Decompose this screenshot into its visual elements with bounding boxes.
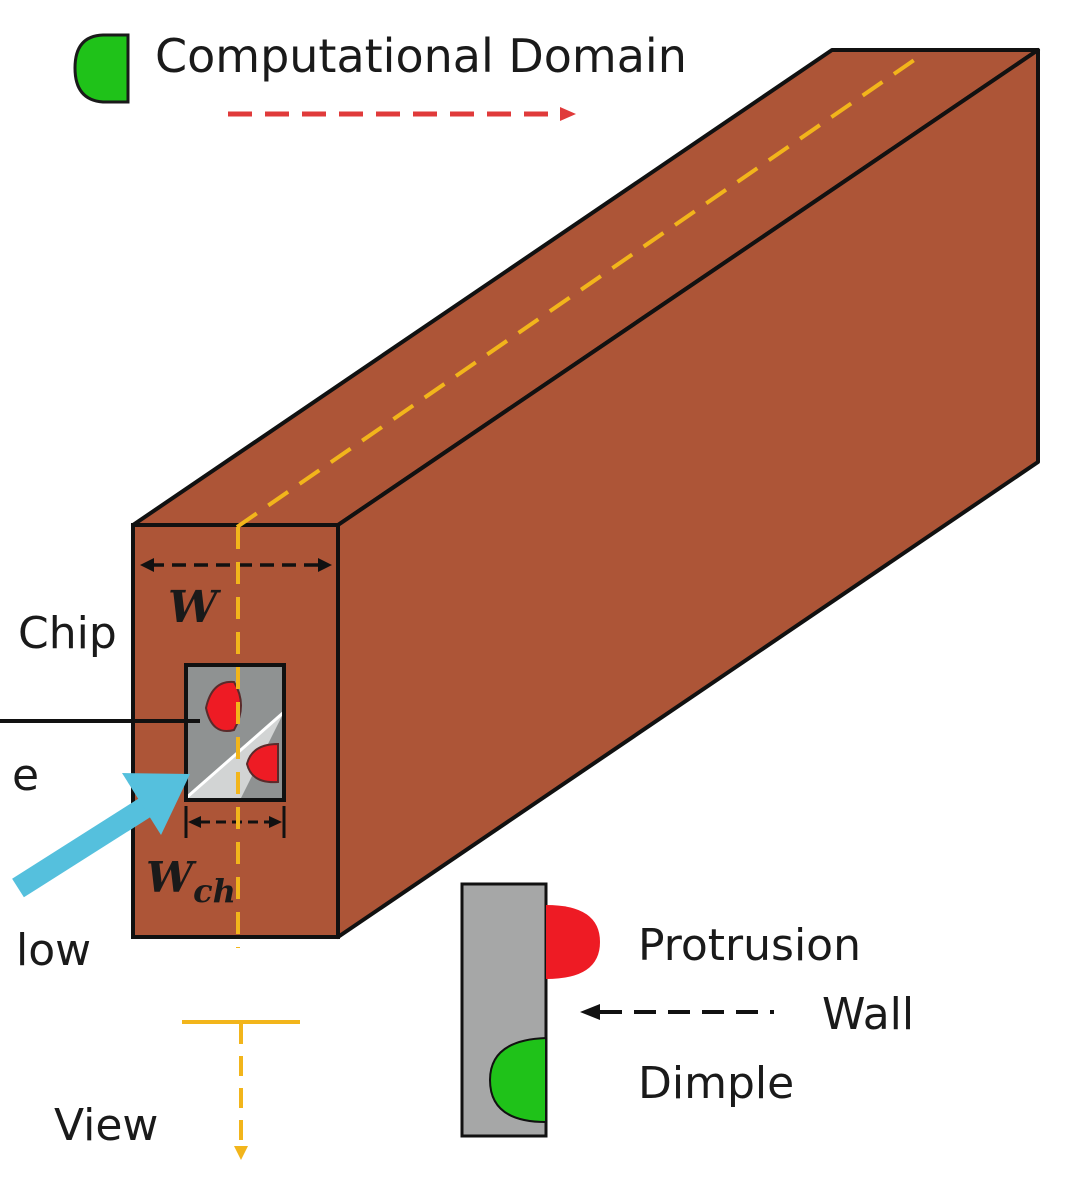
dimple-label: Dimple bbox=[638, 1058, 794, 1109]
w-dimension-arrowhead-left bbox=[140, 558, 154, 572]
channel-wall-edge bbox=[186, 710, 284, 800]
wch-arrowhead-right bbox=[269, 816, 282, 828]
w-label: W bbox=[168, 582, 222, 633]
wch-label: Wch bbox=[146, 853, 236, 910]
channel-wall-area bbox=[186, 665, 284, 800]
w-dimension-arrowhead-right bbox=[318, 558, 332, 572]
view-label: View bbox=[54, 1100, 158, 1151]
top-centerline bbox=[235, 54, 922, 529]
wch-label-main: W bbox=[146, 853, 197, 902]
wch-arrowhead-left bbox=[188, 816, 201, 828]
label-fragment-e: e bbox=[12, 750, 39, 801]
channel-protrusion-lower bbox=[245, 742, 279, 784]
wall-pointer-arrowhead bbox=[580, 1004, 600, 1020]
flow-label: low bbox=[16, 925, 91, 976]
dimple-legend-shape bbox=[488, 1036, 547, 1124]
channel-protrusion-upper bbox=[204, 680, 242, 732]
flow-arrow-shaft bbox=[12, 788, 166, 898]
computational-domain-marker-icon bbox=[73, 33, 130, 104]
channel-outline bbox=[184, 663, 286, 802]
protrusion-legend-shape bbox=[546, 905, 600, 979]
legend-computational-domain: Computational Domain bbox=[155, 29, 687, 83]
wch-label-sub: ch bbox=[193, 872, 236, 910]
wall-label: Wall bbox=[822, 989, 914, 1040]
chip-label: Chip bbox=[18, 608, 117, 659]
view-marker-arrowhead bbox=[234, 1146, 248, 1160]
domain-direction-arrowhead bbox=[560, 107, 576, 121]
flow-arrowhead bbox=[122, 773, 190, 835]
protrusion-label: Protrusion bbox=[638, 920, 861, 971]
